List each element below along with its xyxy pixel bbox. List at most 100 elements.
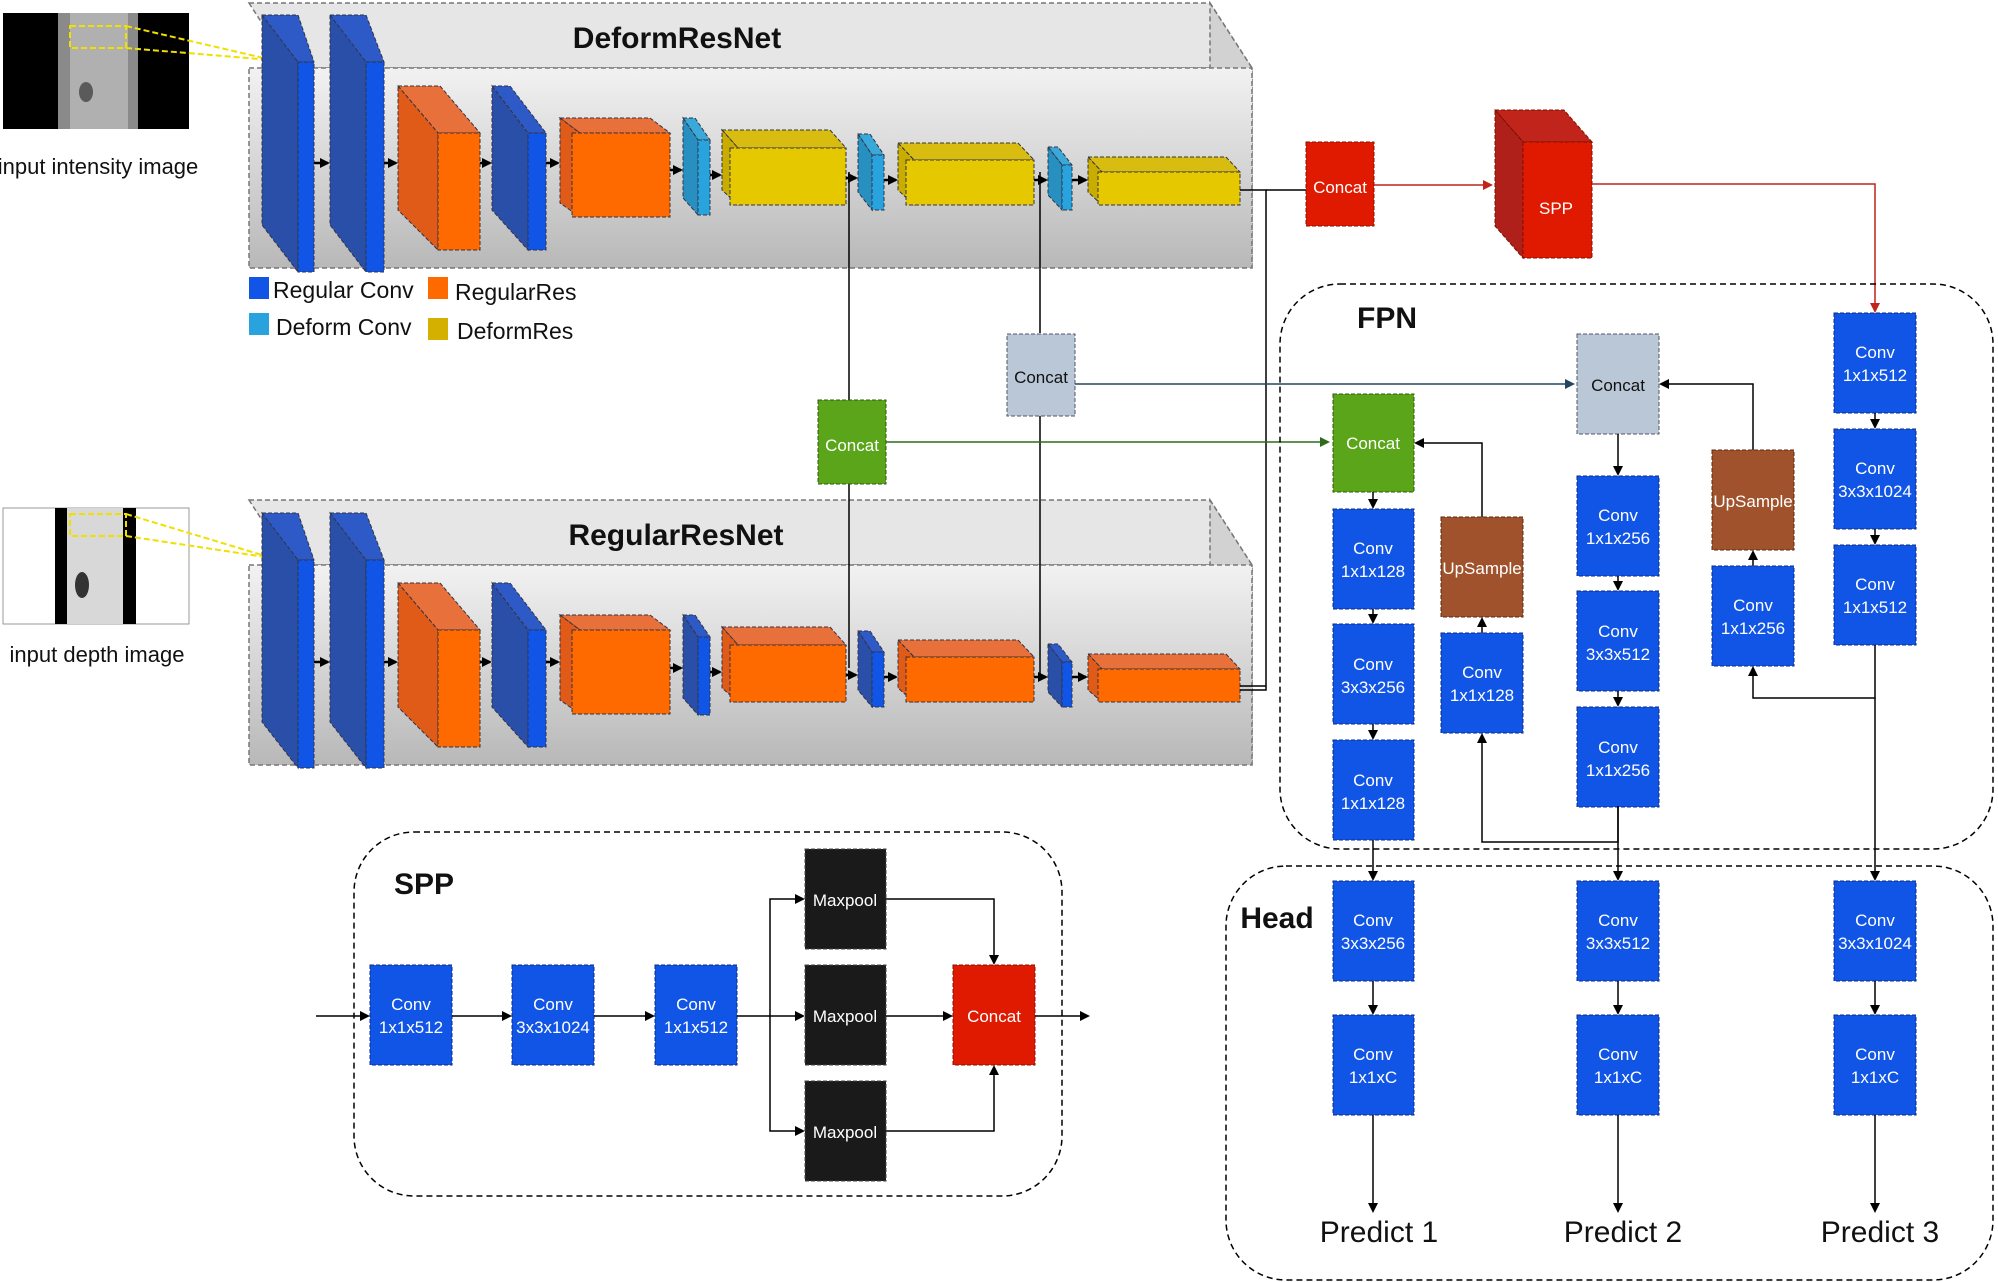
head-h4-a-text: Conv [1598,1045,1638,1064]
head-blocks [1332,880,1917,1116]
head-h3-a-text: Conv [1598,911,1638,930]
intensity-image-label: input intensity image [0,154,198,179]
legend-swatch-regular-conv [249,277,269,299]
fpn-title: FPN [1357,302,1417,335]
fpn-conv-ul [1440,632,1524,734]
head-labels: Conv 3x3x256 Conv 1x1xC Conv 3x3x512 Con… [1341,911,1912,1087]
deform-conv1-side [261,13,299,274]
spp-detail-maxpool2-text: Maxpool [813,1007,877,1026]
spp-detail-panel [353,831,1063,1197]
head-h1-b-text: 3x3x256 [1341,934,1405,953]
concat-mid-node [1006,333,1076,417]
fusion-connectors [848,172,1306,691]
spp-maxpool-1 [804,848,887,950]
head-h4-b-text: 1x1xC [1594,1068,1642,1087]
concat-low-node [817,399,887,485]
deform-dres3-face [1097,171,1241,206]
spp-conv-1 [369,964,453,1066]
head-h6-b-text: 1x1xC [1851,1068,1899,1087]
head-conv-2 [1332,1014,1415,1116]
predict-3-label: Predict 3 [1821,1216,1939,1249]
spp-concat [952,964,1036,1066]
fpn-conv-r3 [1833,544,1917,646]
fpn-conv-r2-a-text: Conv [1855,459,1895,478]
deform-dconv1-face [697,139,711,216]
spp-detail-concat-text: Concat [967,1007,1021,1026]
spp-detail-c2-b-text: 3x3x1024 [516,1018,590,1037]
fpn-blocks [1332,312,1917,841]
legend-regular-conv: Regular Conv [273,277,414,303]
fpn-conv-l1 [1332,508,1415,610]
fpn-conv-l1-b-text: 1x1x128 [1341,562,1405,581]
head-h1-a-text: Conv [1353,911,1393,930]
head-title: Head [1240,902,1313,935]
fpn-conv-m1 [1576,475,1660,577]
head-h6-a-text: Conv [1855,1045,1895,1064]
legend-swatch-regular-res [428,277,448,299]
spp-detail-c1-b-text: 1x1x512 [379,1018,443,1037]
fpn-conv-l3 [1332,739,1415,841]
concat-top-node [1305,141,1375,227]
fpn-up-left-text: UpSample [1442,559,1521,578]
fpn-conv-m3-b-text: 1x1x256 [1586,761,1650,780]
spp-detail-c2-a-text: Conv [533,995,573,1014]
regularresnet-title: RegularResNet [568,519,783,552]
predict-2-label: Predict 2 [1564,1216,1682,1249]
deform-dconv3-face [1061,164,1073,211]
spp-detail-maxpool3-text: Maxpool [813,1123,877,1142]
fpn-conv-l2 [1332,623,1415,725]
spp-big-label: SPP [1539,199,1573,218]
deform-dres1-face [729,147,847,206]
fusion-arrows [886,180,1880,447]
concat-top-label: Concat [1313,178,1367,197]
fpn-conv-r1 [1833,312,1917,414]
head-conv-5 [1833,880,1917,982]
predict-1-label: Predict 1 [1320,1216,1438,1249]
fpn-concat-right-text: Concat [1591,376,1645,395]
fpn-up-right-text: UpSample [1713,492,1792,511]
spp-detail-arrows [316,894,1090,1136]
fpn-concat-right [1576,333,1660,435]
deform-res1-side [397,84,439,252]
head-conv-6 [1833,1014,1917,1116]
intensity-projection-lines [125,25,273,559]
head-h2-b-text: 1x1xC [1349,1068,1397,1087]
deform-conv1-face [297,61,315,273]
fpn-concat-left-text: Concat [1346,434,1400,453]
fpn-conv-ur [1711,565,1795,667]
spp-big-block [1493,108,1594,260]
deformresnet-layers [261,13,1242,274]
fpn-conv-r3-b-text: 1x1x512 [1843,598,1907,617]
deform-dconv2-face [871,154,885,211]
deform-res2-face [571,132,671,218]
fpn-conv-l2-a-text: Conv [1353,655,1393,674]
spp-detail-blocks [369,848,1036,1182]
deform-conv2-side [329,13,367,274]
fpn-conv-l3-a-text: Conv [1353,771,1393,790]
spp-maxpool-3 [804,1080,887,1182]
fpn-conv-m2 [1576,590,1660,692]
spp-detail-labels: Conv 1x1x512 Conv 3x3x1024 Conv 1x1x512 … [379,891,1021,1142]
head-conv-1 [1332,880,1415,982]
spp-detail-c3-b-text: 1x1x512 [664,1018,728,1037]
fpn-labels: Concat Conv 1x1x128 Conv 3x3x256 Conv 1x… [1341,343,1912,813]
fpn-conv-ul-b-text: 1x1x128 [1450,686,1514,705]
fpn-conv-r3-a-text: Conv [1855,575,1895,594]
fpn-conv-l1-a-text: Conv [1353,539,1393,558]
legend-swatch-deform-res [428,318,448,340]
head-panel [1225,865,1994,1281]
head-h2-a-text: Conv [1353,1045,1393,1064]
deform-conv2-face [365,61,385,273]
deform-dres2-face [905,159,1035,206]
fpn-conv-ur-b-text: 1x1x256 [1721,619,1785,638]
fpn-conv-ur-a-text: Conv [1733,596,1773,615]
fpn-conv-m1-a-text: Conv [1598,506,1638,525]
regularresnet-layers [261,511,1242,770]
fpn-conv-r1-b-text: 1x1x512 [1843,366,1907,385]
spp-detail-c3-a-text: Conv [676,995,716,1014]
head-h5-b-text: 3x3x1024 [1838,934,1912,953]
fpn-panel [1279,283,1994,850]
legend [249,277,448,340]
fpn-conv-r1-a-text: Conv [1855,343,1895,362]
